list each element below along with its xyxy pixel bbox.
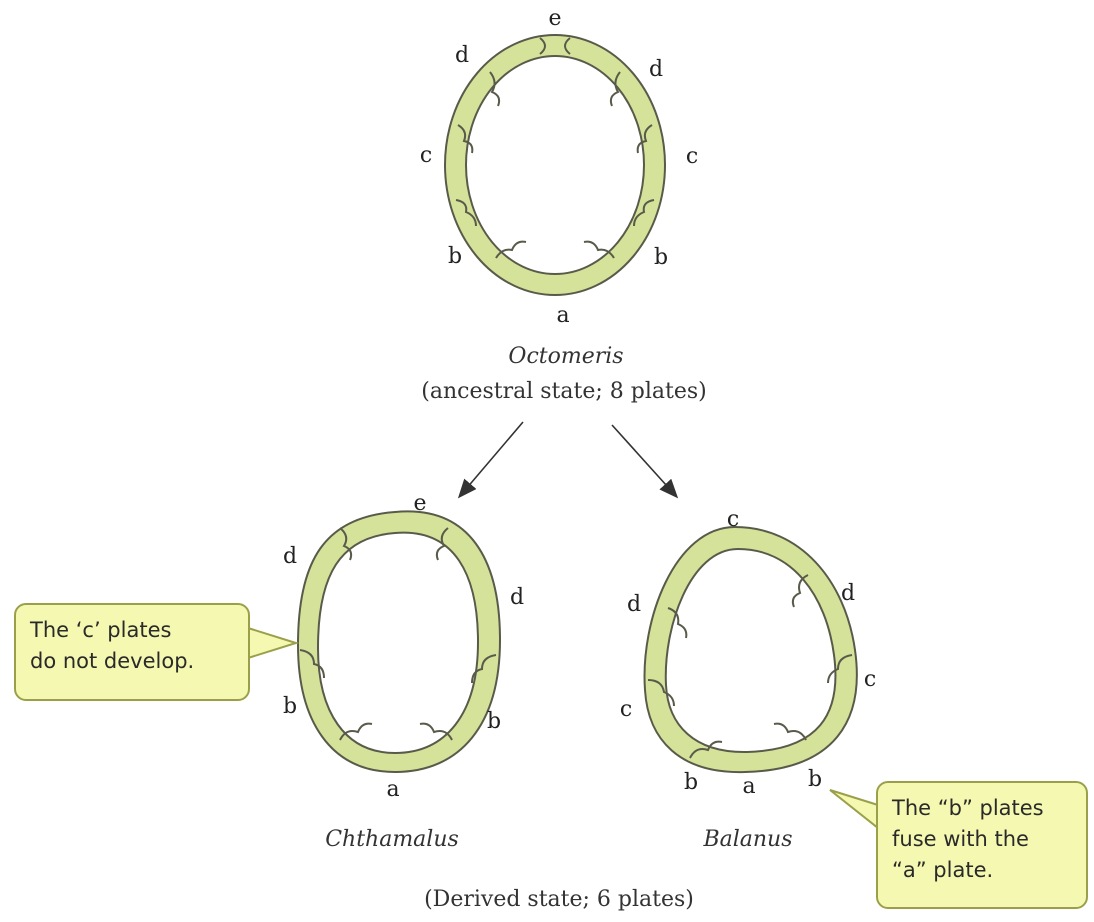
- arrow-to-chthamalus: [460, 422, 523, 496]
- balanus-label-lower-right: b: [808, 767, 822, 792]
- octomeris-label-right: c: [686, 144, 698, 169]
- chthamalus-label-top: e: [413, 491, 426, 516]
- chthamalus-label-lower-left: b: [283, 694, 297, 719]
- balanus-label-left: c: [620, 697, 632, 722]
- octomeris-label-upper-left: d: [455, 43, 469, 68]
- balanus-label-lower-left: b: [684, 770, 698, 795]
- balanus-title: Balanus: [702, 827, 792, 852]
- arrow-to-balanus: [612, 425, 676, 496]
- chthamalus-callout-line1: The ‘c’ plates: [30, 615, 234, 646]
- chthamalus-label-lower-right: b: [487, 709, 501, 734]
- octomeris-label-lower-right: b: [654, 245, 668, 270]
- octomeris-label-lower-left: b: [448, 244, 462, 269]
- chthamalus-label-bottom: a: [386, 777, 399, 802]
- balanus-callout-line1: The “b” plates: [892, 793, 1072, 824]
- balanus-label-right: c: [864, 667, 876, 692]
- octomeris-label-left: c: [420, 143, 432, 168]
- octomeris-label-top: e: [548, 6, 561, 31]
- balanus-callout-pointer: [830, 790, 878, 828]
- derived-state-caption: (Derived state; 6 plates): [424, 887, 694, 912]
- balanus-callout: The “b” plates fuse with the “a” plate.: [876, 781, 1088, 909]
- chthamalus-label-upper-right: d: [510, 585, 524, 610]
- balanus-callout-line3: “a” plate.: [892, 855, 1072, 886]
- octomeris-title: Octomeris: [508, 344, 623, 369]
- chthamalus-callout-line2: do not develop.: [30, 646, 234, 677]
- balanus-label-upper-right: d: [841, 581, 855, 606]
- octomeris-label-bottom: a: [556, 303, 569, 328]
- chthamalus-title: Chthamalus: [325, 827, 459, 852]
- balanus-callout-line2: fuse with the: [892, 824, 1072, 855]
- chthamalus-ring: e d d b b a: [283, 491, 524, 802]
- octomeris-subtitle: (ancestral state; 8 plates): [421, 379, 706, 404]
- octomeris-ring: e d d c c b b a: [420, 6, 698, 328]
- balanus-label-upper-left: d: [627, 592, 641, 617]
- chthamalus-label-upper-left: d: [283, 544, 297, 569]
- balanus-label-top: c: [727, 507, 739, 532]
- chthamalus-callout-pointer: [248, 628, 296, 658]
- chthamalus-callout: The ‘c’ plates do not develop.: [14, 603, 250, 701]
- balanus-ring: c d d c c b a b: [620, 507, 876, 799]
- balanus-label-bottom: a: [742, 774, 755, 799]
- octomeris-label-upper-right: d: [649, 57, 663, 82]
